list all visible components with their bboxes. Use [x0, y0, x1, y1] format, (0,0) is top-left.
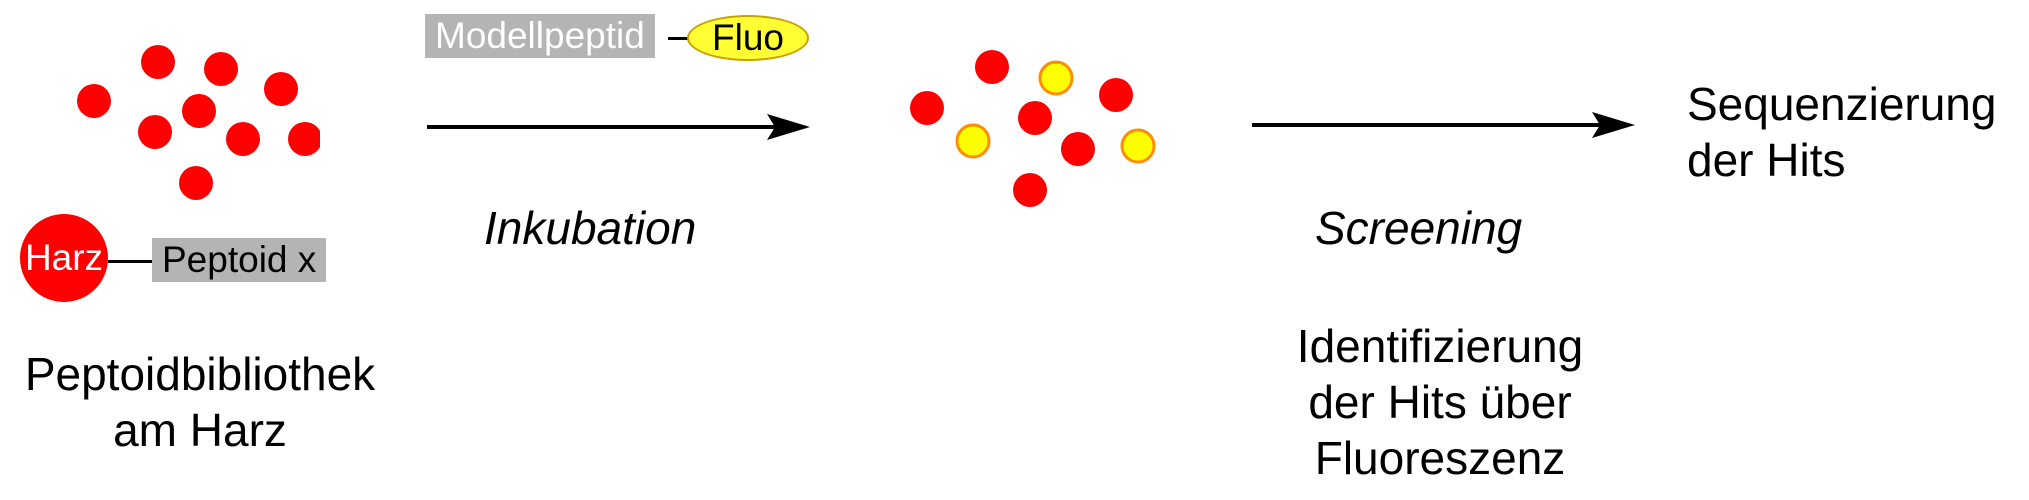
- peptoid-label-box: Peptoid x: [152, 238, 327, 282]
- bead-yellow: [955, 123, 991, 159]
- bead-red: [179, 166, 213, 200]
- resin-peptoid-link: [108, 260, 152, 263]
- bead-red: [226, 122, 260, 156]
- bead-red: [1013, 173, 1047, 207]
- screening-description-line3: Fluoreszenz: [1314, 432, 1566, 484]
- bead-red: [975, 50, 1009, 84]
- sequencing-label-line2: der Hits: [1687, 134, 1846, 186]
- screening-description-line1: Identifizierung: [1296, 320, 1584, 372]
- bead-red: [182, 94, 216, 128]
- model-peptide-label-box: Modellpeptid: [425, 14, 655, 58]
- incubation-arrow: [427, 114, 810, 140]
- resin-bead: Harz: [20, 214, 108, 302]
- bead-red: [141, 45, 175, 79]
- bead-cluster-library: [77, 45, 320, 200]
- sequencing-label-line1: Sequenzierung: [1687, 78, 1997, 130]
- bead-cluster-incubated: [910, 50, 1156, 207]
- bead-red: [77, 84, 111, 118]
- bead-yellow: [1120, 128, 1156, 164]
- bead-red: [204, 52, 238, 86]
- peptoid-label: Peptoid x: [162, 239, 317, 280]
- library-caption-line2: am Harz: [113, 404, 287, 456]
- red-beads: [77, 45, 320, 200]
- bead-red: [1099, 78, 1133, 112]
- bead-red: [1018, 101, 1052, 135]
- screening-arrow: [1252, 112, 1635, 138]
- bead-red: [1061, 132, 1095, 166]
- model-peptide-label: Modellpeptid: [435, 15, 645, 56]
- bead-red: [910, 91, 944, 125]
- model-peptide-fluo-link: [668, 37, 688, 40]
- fluo-label-oval: Fluo: [687, 15, 809, 61]
- library-caption-line1: Peptoidbibliothek: [24, 348, 376, 400]
- bead-red: [264, 72, 298, 106]
- screening-description: Identifizierung der Hits über Fluoreszen…: [1240, 318, 1640, 486]
- fluo-label: Fluo: [712, 17, 784, 58]
- library-caption: Peptoidbibliothek am Harz: [0, 346, 400, 458]
- screening-step-label: Screening: [1315, 202, 1523, 254]
- sequencing-label: Sequenzierung der Hits: [1687, 76, 1996, 188]
- incubation-step-label: Inkubation: [484, 202, 697, 254]
- bead-yellow: [1038, 60, 1074, 96]
- resin-label: Harz: [24, 237, 104, 278]
- screening-description-line2: der Hits über: [1308, 376, 1572, 428]
- bead-red: [288, 122, 320, 156]
- bead-red: [138, 115, 172, 149]
